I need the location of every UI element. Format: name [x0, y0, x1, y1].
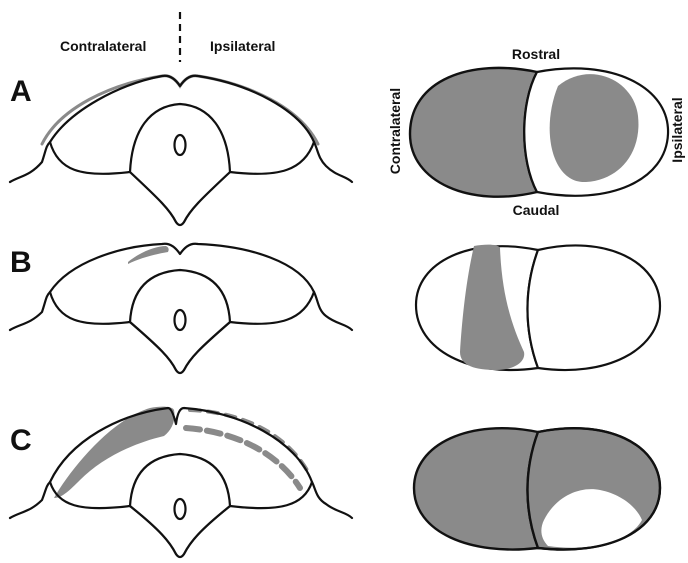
map-a-contralateral-lobe [410, 68, 537, 197]
central-canal-b [175, 310, 186, 330]
map-c-contralateral-lobe [414, 428, 538, 549]
caudal-label: Caudal [513, 202, 560, 218]
central-canal-a [175, 135, 186, 155]
ipsilateral-top-label: Ipsilateral [210, 38, 275, 54]
map-c [414, 428, 660, 549]
panel-letter-c: C [10, 424, 32, 457]
rostral-label: Rostral [512, 46, 560, 62]
contralateral-top-label: Contralateral [60, 38, 146, 54]
map-b-ipsilateral-lobe [528, 245, 661, 370]
map-b [416, 245, 660, 370]
ipsilateral-side-label: Ipsilateral [669, 97, 685, 162]
map-a: Rostral Caudal Contralateral Ipsilateral [387, 46, 685, 218]
central-canal-c [175, 499, 186, 519]
panel-letter-b: B [10, 246, 32, 279]
section-b [10, 244, 352, 373]
central-grey-a [130, 104, 230, 225]
contralateral-side-label: Contralateral [387, 88, 403, 174]
section-c [10, 406, 352, 557]
panel-letter-a: A [10, 75, 32, 108]
label-b-small [128, 246, 169, 264]
section-a [10, 76, 352, 225]
